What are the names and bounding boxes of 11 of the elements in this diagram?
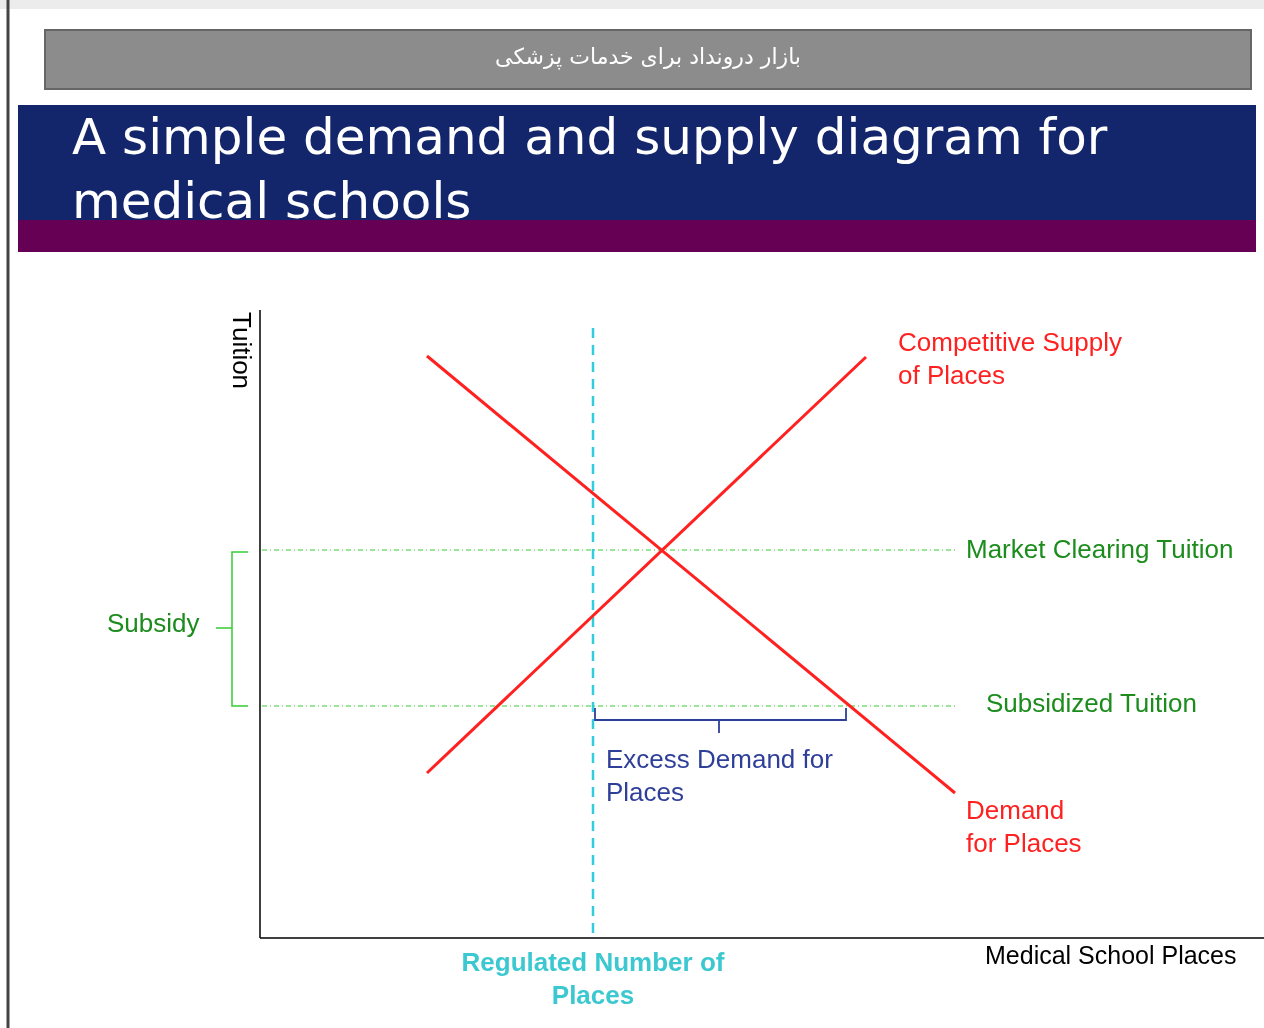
line-label: Subsidized Tuition xyxy=(986,687,1198,720)
curve-label: Demand for Places xyxy=(966,794,1083,860)
banner-text: بازار درونداد برای خدمات پزشکی xyxy=(494,44,802,69)
curve-label: Competitive Supply of Places xyxy=(898,326,1123,392)
axis-label: Medical School Places xyxy=(985,940,1237,971)
brace-label: Excess Demand for Places xyxy=(606,743,834,809)
title: A simple demand and supply diagram for medical schools xyxy=(72,107,1109,232)
line-label: Market Clearing Tuition xyxy=(966,533,1234,566)
brace-label: Subsidy xyxy=(107,607,200,640)
line-label: Regulated Number of Places xyxy=(460,946,726,1012)
axis-label: Tuition xyxy=(226,312,258,390)
